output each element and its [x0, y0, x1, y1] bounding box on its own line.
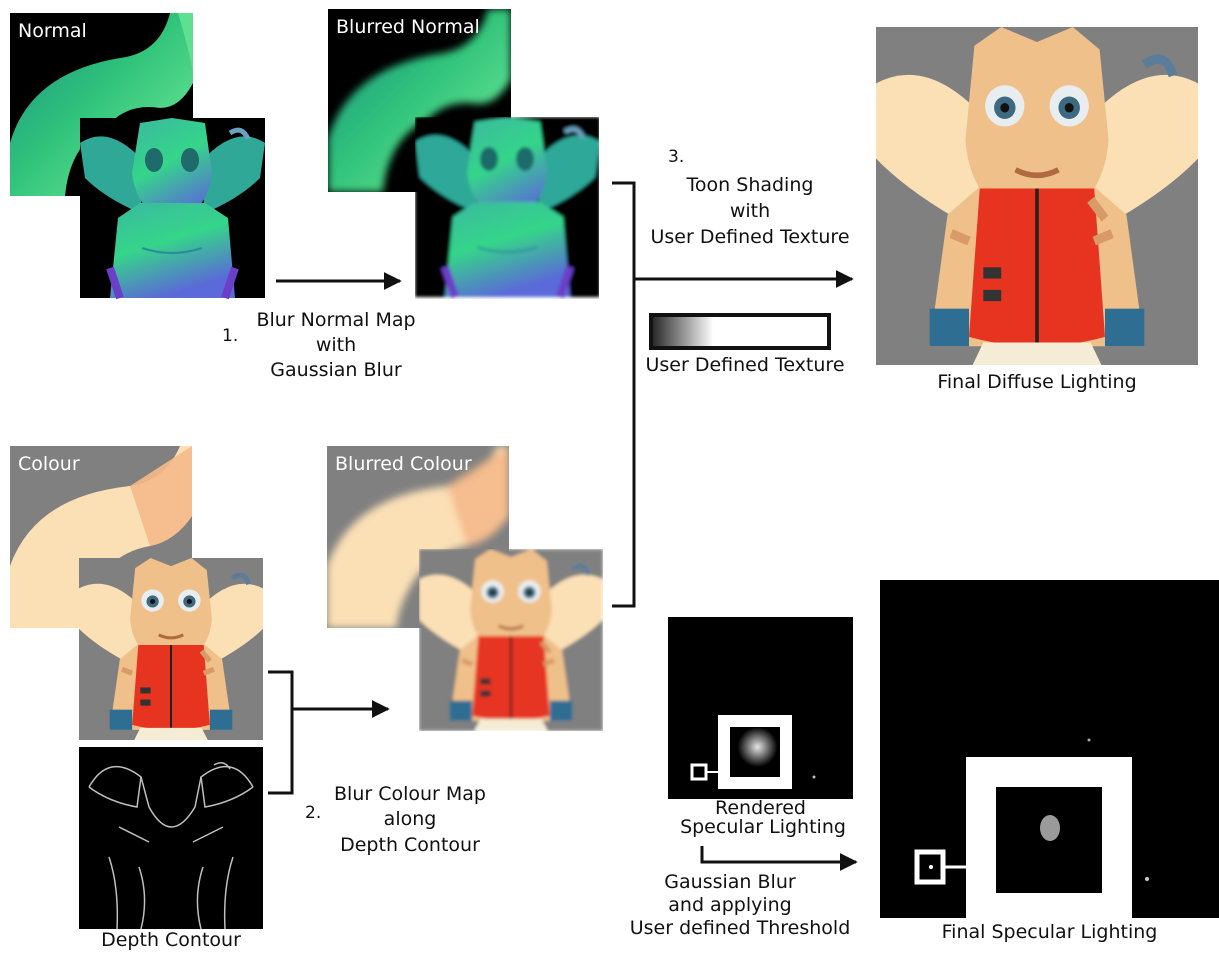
normal-label: Normal: [18, 20, 87, 42]
normal-map-character: [80, 118, 265, 300]
depth-contour-image: [79, 747, 263, 929]
step-2-line-1: Blur Colour Map: [334, 783, 486, 805]
final-diffuse-label: Final Diffuse Lighting: [937, 371, 1137, 393]
final-specular-image: [880, 580, 1219, 918]
threshold-step-line-1: Gaussian Blur: [664, 871, 796, 893]
step-1-line-3: Gaussian Blur: [270, 359, 402, 381]
step-3-number: 3.: [668, 147, 685, 167]
arrow-specular: [700, 846, 858, 871]
colour-map-character: [79, 558, 263, 740]
bracket-step-3: [612, 181, 636, 608]
step-3-line-3: User Defined Texture: [650, 226, 850, 248]
blurred-normal-character: [415, 117, 599, 299]
user-defined-texture-label: User Defined Texture: [645, 354, 845, 376]
bracket-step-2: [268, 670, 294, 795]
threshold-step-line-3: User defined Threshold: [629, 917, 851, 939]
blurred-colour-label: Blurred Colour: [335, 453, 472, 475]
step-1-line-2: with: [315, 334, 357, 356]
threshold-step-line-2: and applying: [668, 894, 792, 916]
user-defined-texture-swatch: [649, 313, 831, 350]
colour-label: Colour: [18, 453, 80, 475]
final-specular-label: Final Specular Lighting: [941, 921, 1158, 943]
final-diffuse-image: [876, 27, 1198, 365]
rendered-specular-label-line1: Rendered: [715, 797, 806, 819]
step-2-line-3: Depth Contour: [340, 834, 480, 856]
rendered-specular-image: [668, 617, 853, 799]
step-1-number: 1.: [222, 326, 239, 346]
step-1-line-1: Blur Normal Map: [256, 309, 416, 331]
step-3-line-1: Toon Shading: [686, 174, 814, 196]
step-2-line-2: along: [383, 808, 437, 830]
step-2-number: 2.: [305, 803, 322, 823]
blurred-normal-label: Blurred Normal: [336, 16, 480, 38]
blurred-colour-character: [419, 549, 603, 731]
depth-contour-label: Depth Contour: [101, 929, 241, 951]
rendered-specular-label-line2: Specular Lighting: [680, 816, 846, 838]
step-3-line-2: with: [729, 200, 771, 222]
